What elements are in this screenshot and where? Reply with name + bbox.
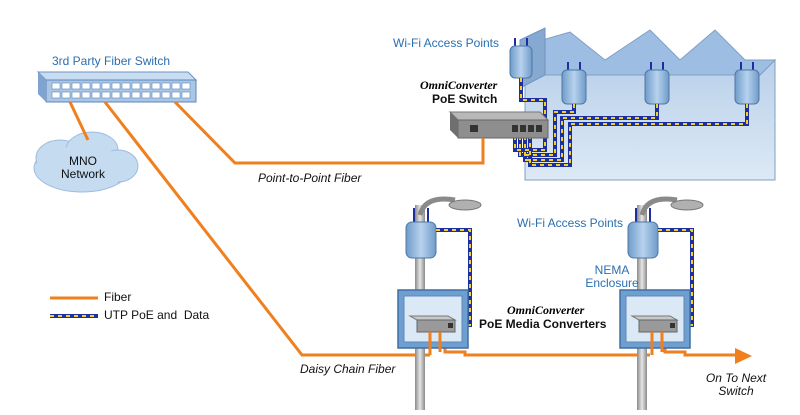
fiber-switch-icon	[36, 71, 198, 103]
omniconverter-top-label: OmniConverter	[420, 78, 498, 92]
daisy-chain-fiber-label: Daisy Chain Fiber	[300, 362, 396, 376]
next-switch-label: On To Next Switch	[692, 371, 780, 399]
nema-enclosure-label: NEMA Enclosure	[578, 263, 646, 291]
mno-label-line2: Network	[60, 167, 105, 182]
point-to-point-fiber-label: Point-to-Point Fiber	[258, 171, 362, 185]
access-point-icon	[405, 208, 437, 259]
omniconverter-bottom-label: OmniConverter	[507, 303, 585, 317]
fiber-cable	[68, 100, 735, 357]
access-point-icon	[627, 208, 659, 259]
poe-media-converters-label: PoE Media Converters	[479, 317, 607, 331]
fiber-cable	[428, 332, 664, 355]
next-switch-line2: Switch	[718, 384, 754, 399]
mno-label-line1: MNO	[69, 154, 97, 168]
mno-cloud-icon	[33, 131, 139, 193]
building	[519, 27, 777, 181]
next-switch-line1: On To Next	[705, 371, 767, 385]
poe-switch-icon	[448, 111, 550, 139]
legend-fiber-label: Fiber	[104, 290, 132, 304]
fiber-switch-label: 3rd Party Fiber Switch	[52, 54, 171, 68]
nema-label-line1: NEMA	[594, 263, 630, 277]
access-point-icon	[561, 62, 587, 105]
mno-network-label: MNO Network	[55, 154, 111, 182]
arrow-icon	[735, 348, 752, 364]
wifi-access-points-top-label: Wi-Fi Access Points	[393, 36, 500, 50]
wifi-access-points-bottom-label: Wi-Fi Access Points	[517, 216, 624, 230]
legend	[50, 296, 98, 318]
legend-utp-label: UTP PoE and Data	[104, 308, 210, 322]
nema-label-line2: Enclosure	[585, 276, 639, 291]
utp-cable	[513, 78, 749, 167]
poe-switch-label: PoE Switch	[432, 92, 498, 106]
nema-enclosure-right	[619, 289, 691, 349]
nema-enclosure-left	[397, 289, 469, 349]
